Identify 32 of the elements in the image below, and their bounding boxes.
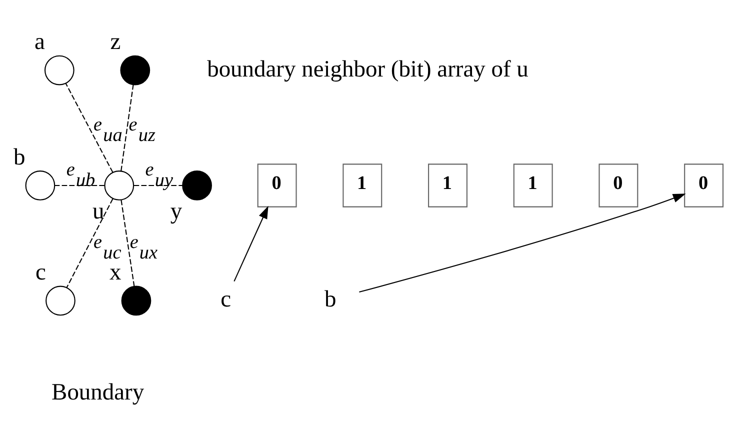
connector [120,199,135,286]
node-box: 0 [257,163,297,207]
node-label: c [36,258,46,285]
label: Boundary [52,379,144,406]
connector [54,184,104,186]
node-circle [104,170,134,200]
node-label: z [110,28,121,55]
node-circle [120,54,150,85]
node-box: 1 [342,163,382,207]
connector [134,184,182,186]
node-circle [121,285,152,316]
connector [120,84,134,171]
node-circle [182,170,212,200]
label: boundary neighbor (bit) array of u [207,56,528,82]
arrow [234,205,268,281]
node-label: x [110,258,122,285]
node-text: c [220,286,232,312]
node-box: 1 [428,163,468,207]
node-label: y [170,198,182,224]
node-label: u [92,198,104,224]
node-label: a [34,28,45,55]
node-text: b [324,286,336,312]
connector [65,82,114,172]
connector [66,198,114,288]
node-circle [44,54,74,85]
node-box: 0 [598,163,638,207]
node-circle [46,285,76,316]
node-box: 1 [513,163,553,207]
arrow [359,193,686,292]
node-circle [25,170,56,200]
node-box: 0 [684,163,724,207]
node-label: b [14,144,26,170]
